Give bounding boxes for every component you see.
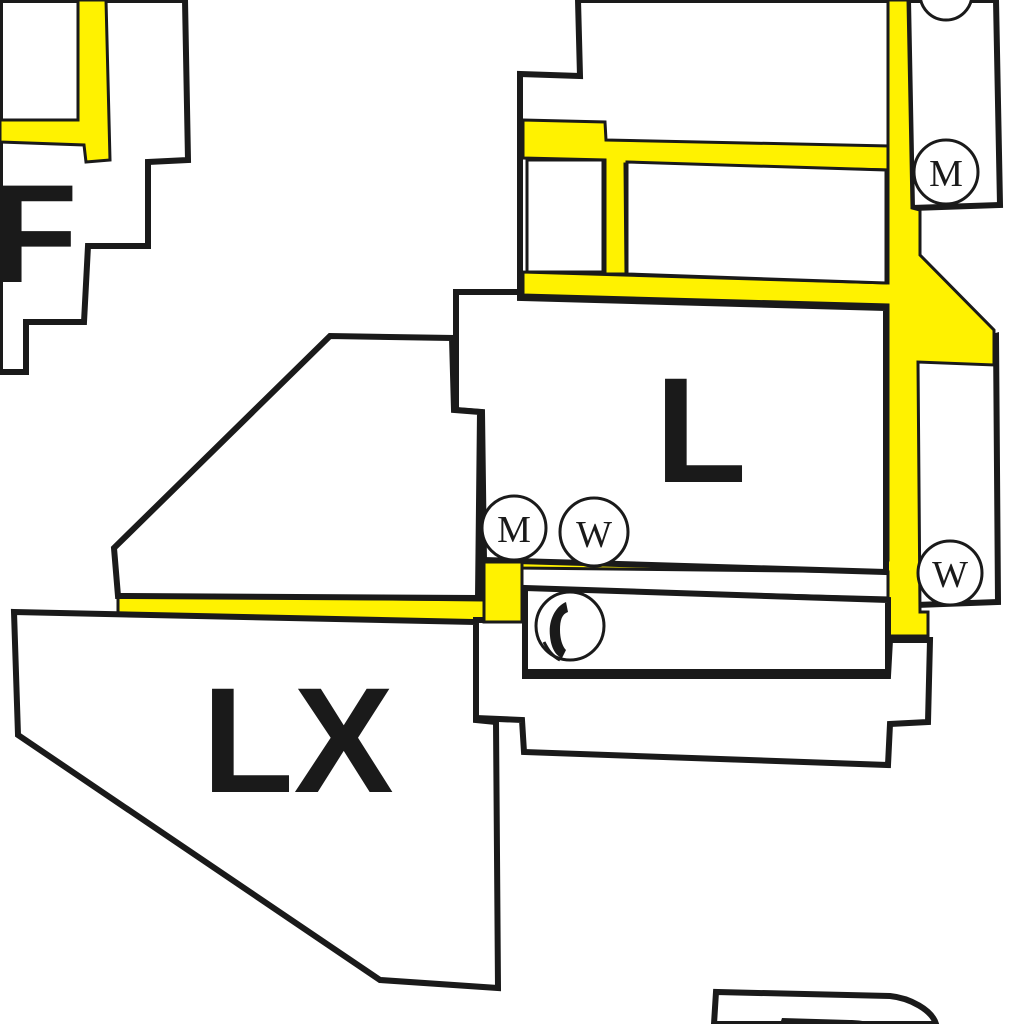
walkway-top-right-vertical[interactable] — [516, 0, 996, 638]
building-bottom-right-partial[interactable] — [710, 988, 940, 1024]
telephone-icon[interactable] — [534, 590, 606, 662]
women-restroom-icon-center[interactable]: W — [558, 496, 630, 568]
building-south-annex[interactable] — [473, 617, 934, 769]
walkway-f[interactable] — [0, 0, 112, 164]
building-lx-label: LX — [202, 656, 394, 824]
building-west-diagonal[interactable] — [110, 332, 484, 602]
building-f-outline[interactable] — [0, 0, 192, 375]
building-l-label: L — [655, 346, 747, 514]
men-restroom-icon-center[interactable]: M — [480, 494, 548, 562]
walkway-south-corner[interactable] — [482, 560, 524, 624]
women-restroom-icon-right[interactable]: W — [916, 539, 984, 607]
men-restroom-label: M — [929, 153, 963, 195]
building-lx-outline[interactable] — [10, 608, 502, 992]
women-restroom-label: W — [576, 514, 612, 556]
building-f-label: F — [0, 155, 78, 312]
men-restroom-icon-top[interactable] — [919, 0, 973, 22]
men-restroom-icon-right[interactable]: M — [912, 138, 980, 206]
women-restroom-label: W — [932, 554, 968, 596]
room-north-large[interactable] — [625, 160, 888, 285]
building-bottom-right-label-partial — [780, 1018, 872, 1024]
room-north-small[interactable] — [525, 158, 605, 274]
men-restroom-label: M — [497, 509, 531, 551]
